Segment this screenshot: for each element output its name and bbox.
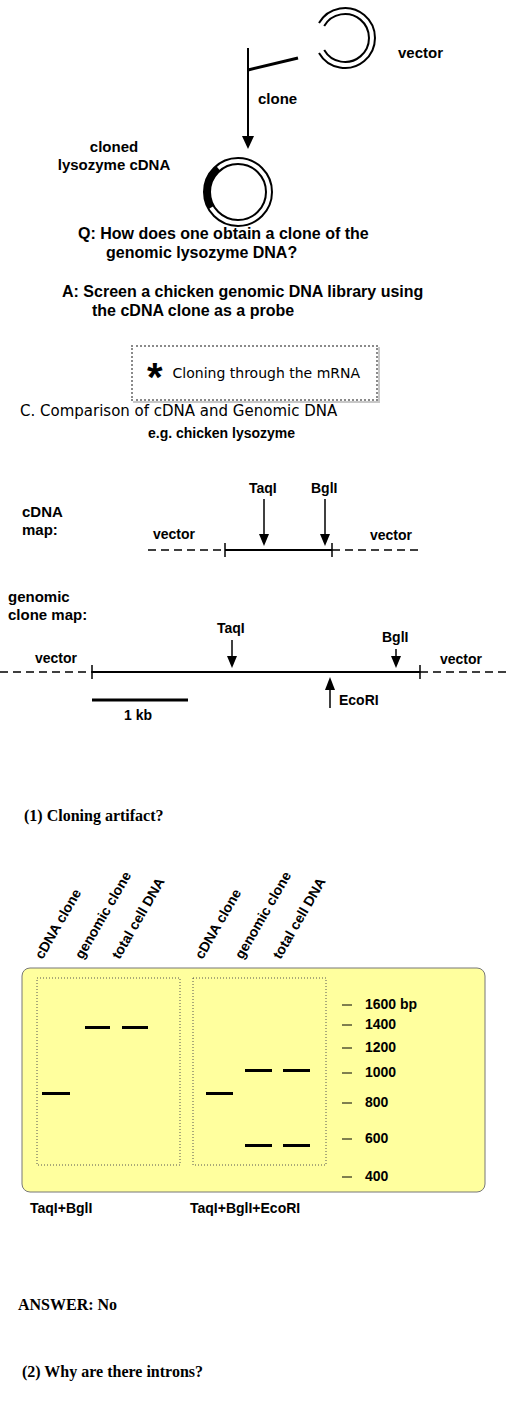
- marker-ticks: [342, 1005, 352, 1177]
- asterisk-mark: *: [147, 349, 163, 397]
- band: [245, 1069, 272, 1072]
- arrow-head: [259, 534, 269, 546]
- scale-bar: [92, 699, 188, 702]
- marker-label: 600: [365, 1130, 388, 1147]
- marker-label: 800: [365, 1094, 388, 1111]
- tick: [342, 1005, 352, 1006]
- gel-panel: [37, 978, 180, 1165]
- answer-heading: ANSWER: No: [18, 1295, 117, 1314]
- vector-dashed: [420, 671, 507, 673]
- tick: [342, 1073, 352, 1074]
- gel-bands: [42, 1026, 310, 1147]
- band: [42, 1092, 70, 1095]
- map-label: genomic clone map:: [8, 588, 104, 624]
- marker-label: 1000: [365, 1064, 396, 1081]
- band: [245, 1144, 272, 1147]
- vector-dashed: [148, 549, 225, 551]
- plasmid-ring: [210, 164, 266, 220]
- tick: [342, 1103, 352, 1104]
- band: [206, 1092, 233, 1095]
- site-label: TaqI: [217, 620, 245, 637]
- gel-panel: [193, 978, 326, 1165]
- site-label: BglI: [382, 629, 408, 646]
- site-arrow: [324, 499, 326, 536]
- gel-panel: 1600 bp 1400 1200 1000 800 600 400: [22, 968, 485, 1192]
- cdna-line: [225, 549, 332, 551]
- band: [283, 1144, 310, 1147]
- scale-label: 1 kb: [124, 707, 152, 724]
- vector-label: vector: [370, 527, 412, 544]
- site-arrow: [231, 640, 233, 658]
- band: [85, 1026, 110, 1029]
- tick: [342, 1048, 352, 1049]
- plasmid-label: cloned lysozyme cDNA: [55, 138, 173, 174]
- site-arrow: [263, 499, 265, 536]
- gel-background: [22, 968, 485, 1192]
- tick: [342, 1139, 352, 1140]
- arrow-head: [227, 656, 237, 668]
- step-label: clone: [258, 90, 297, 108]
- answer-text: A: Screen a chicken genomic DNA library …: [62, 282, 444, 320]
- subheading: e.g. chicken lysozyme: [148, 425, 295, 442]
- vector-label: vector: [153, 526, 195, 543]
- question-heading: (2) Why are there introns?: [22, 1362, 203, 1381]
- question-text: Q: How does one obtain a clone of the ge…: [78, 224, 396, 262]
- map-label: cDNA map:: [22, 503, 84, 539]
- arrow-head: [320, 534, 330, 546]
- section-heading: C. Comparison of cDNA and Genomic DNA: [20, 402, 337, 420]
- band: [283, 1069, 310, 1072]
- question-heading: (1) Cloning artifact?: [24, 806, 164, 825]
- arrow-head: [325, 677, 335, 690]
- digest-label: TaqI+BglI: [30, 1200, 92, 1217]
- cdna-insert: [207, 168, 218, 207]
- note-text: Cloning through the mRNA: [173, 364, 361, 382]
- tick: [342, 1177, 352, 1178]
- insert-fragment: [248, 58, 298, 70]
- site-label: EcoRI: [339, 692, 379, 709]
- vector-dashed: [332, 549, 420, 551]
- arrow-head: [242, 136, 254, 149]
- tick: [342, 1025, 352, 1026]
- site-label: TaqI: [249, 480, 277, 497]
- vector-ring: [324, 14, 369, 62]
- site-label: BglI: [311, 480, 337, 497]
- site-arrow: [329, 688, 331, 708]
- plasmid-ring: [204, 158, 272, 226]
- clone-arrow: [247, 48, 249, 138]
- vector-label: vector: [440, 651, 482, 668]
- vector-ring: [319, 8, 375, 68]
- marker-label: 1200: [365, 1039, 396, 1056]
- vector-label: vector: [398, 44, 443, 62]
- vector-label: vector: [35, 650, 77, 667]
- arrow-head: [391, 656, 401, 668]
- digest-label: TaqI+BglI+EcoRI: [190, 1200, 300, 1217]
- marker-label: 1600 bp: [365, 996, 417, 1013]
- marker-label: 400: [365, 1168, 388, 1185]
- marker-label: 1400: [365, 1016, 396, 1033]
- note-box: * Cloning through the mRNA: [131, 345, 378, 401]
- genomic-line: [92, 671, 420, 673]
- vector-dashed: [0, 671, 92, 673]
- band: [122, 1026, 148, 1029]
